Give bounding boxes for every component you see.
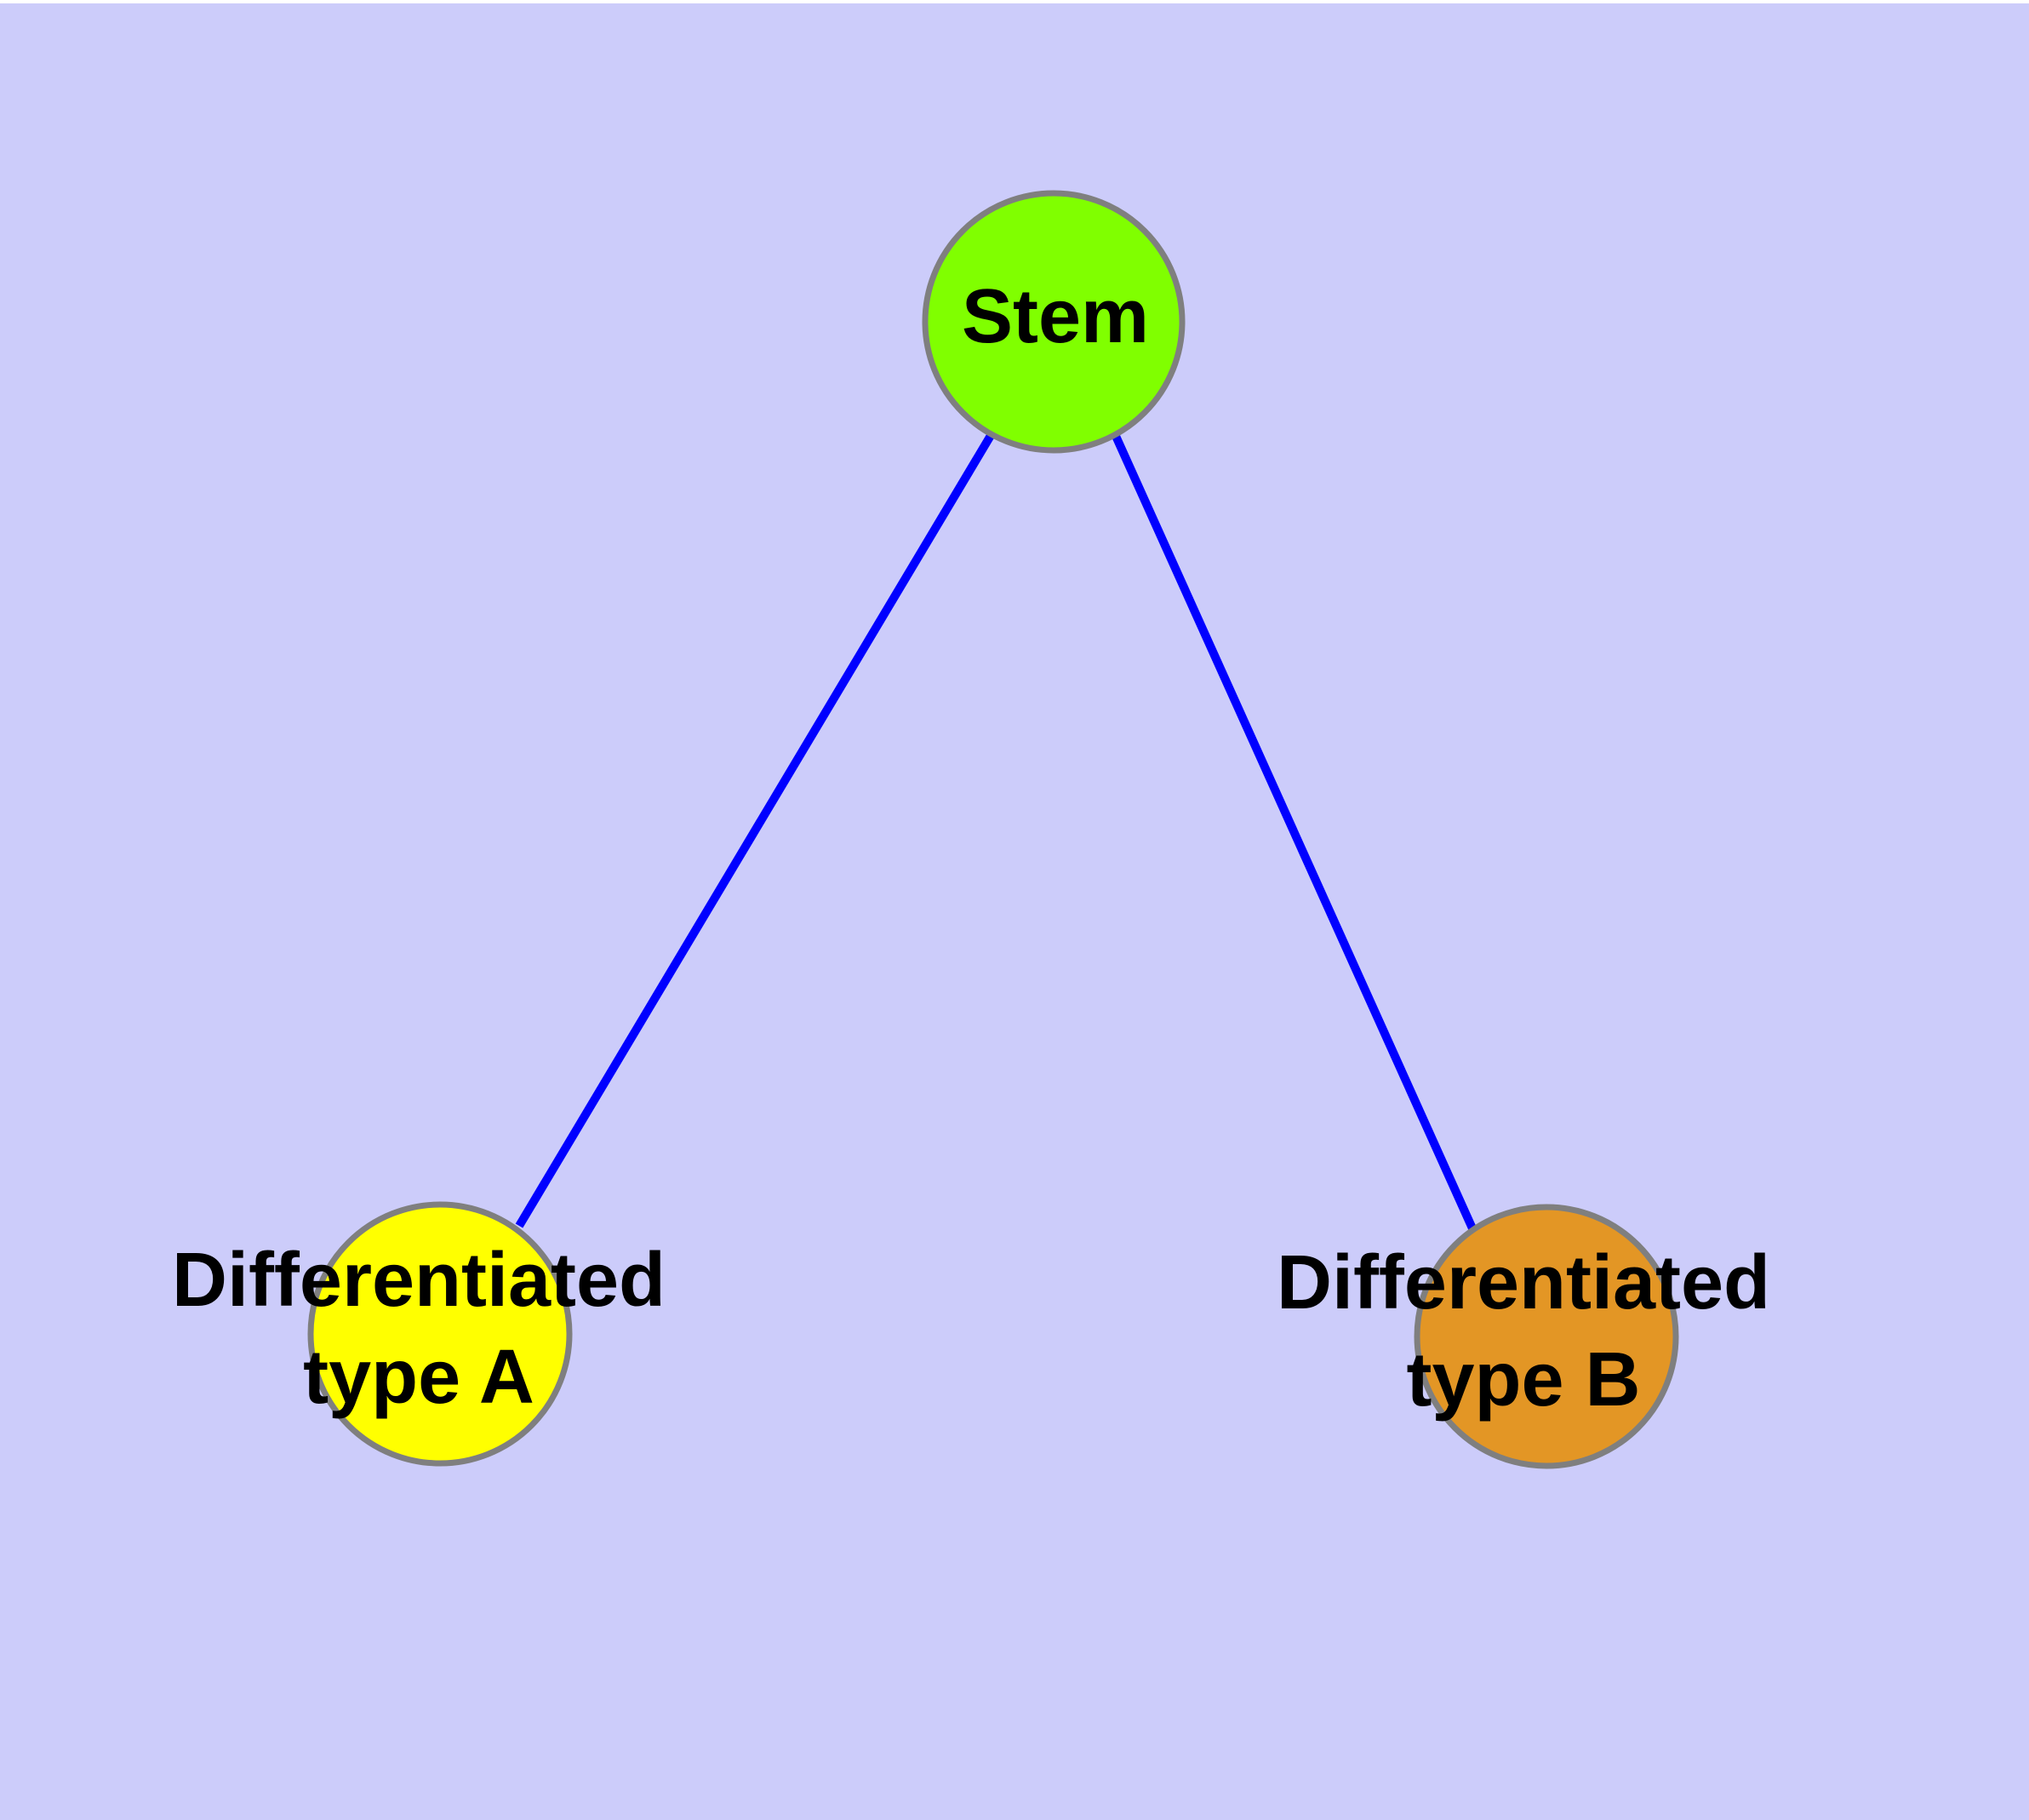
node-diff-b[interactable] (1414, 1204, 1679, 1469)
node-label-line: Differentiated (172, 1238, 666, 1323)
node-diff-a[interactable] (307, 1201, 573, 1467)
node-label-line: type B (1406, 1337, 1640, 1422)
node-label-line: Differentiated (1277, 1240, 1770, 1325)
edges-group (515, 432, 1477, 1231)
nodes-group (307, 190, 1679, 1469)
edge-stem-to-diff-a[interactable] (515, 432, 996, 1228)
node-label-diff-a: Differentiated type A (172, 1238, 666, 1420)
node-label-diff-b: Differentiated type B (1277, 1240, 1770, 1422)
node-stem[interactable] (922, 190, 1186, 454)
edge-stem-to-diff-b[interactable] (1111, 432, 1477, 1231)
node-label-line: Stem (962, 274, 1149, 359)
node-label-stem: Stem (962, 274, 1149, 359)
node-label-line: type A (303, 1335, 534, 1420)
